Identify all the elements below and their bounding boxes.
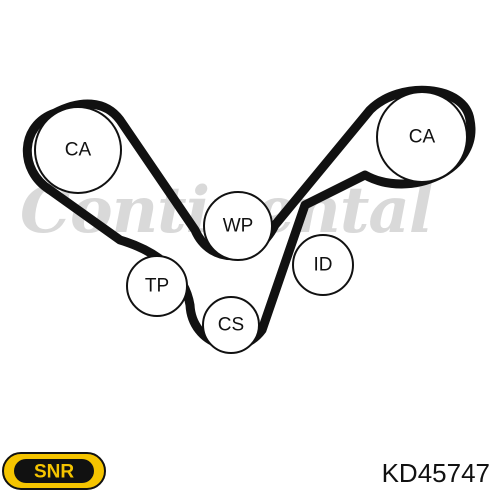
pulley-label: TP (145, 276, 169, 297)
pulley-label: ID (314, 255, 333, 276)
pulley-label: CS (218, 315, 244, 336)
pulley-label: CA (65, 140, 92, 161)
pulley-wp: WP (203, 191, 273, 261)
pulley-label: CA (409, 127, 436, 148)
pulley-id: ID (292, 234, 354, 296)
pulley-ca-left: CA (34, 106, 122, 194)
pulley-tp: TP (126, 255, 188, 317)
pulley-label: WP (223, 216, 254, 237)
pulley-ca-right: CA (376, 91, 468, 183)
part-number: KD45747 (381, 458, 490, 488)
snr-logo-text: SNR (34, 462, 74, 483)
snr-logo: SNR (2, 452, 106, 490)
pulley-cs: CS (202, 296, 260, 354)
